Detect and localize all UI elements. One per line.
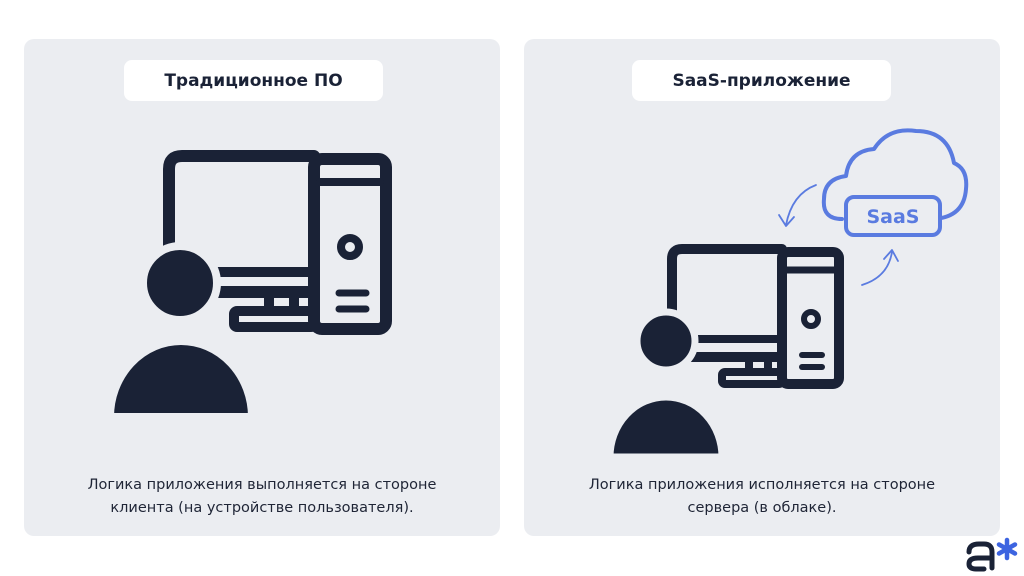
saas-illustration: SaaS	[606, 128, 969, 461]
saas-application-panel: SaaS-приложение SaaS	[524, 39, 1000, 536]
person-icon	[105, 242, 257, 421]
cloud-icon	[821, 128, 969, 237]
traditional-software-panel: Традиционное ПО Логика приложения выполн…	[24, 39, 500, 536]
caption-line: сервера (в облаке).	[687, 500, 837, 516]
arrow-icon	[861, 249, 899, 286]
panel-title-traditional: Традиционное ПО	[124, 60, 383, 101]
computer-icon	[667, 244, 844, 389]
panel-title-saas: SaaS-приложение	[632, 60, 891, 101]
traditional-illustration	[105, 150, 392, 421]
caption-traditional: Логика приложения выполняется на стороне…	[24, 474, 500, 520]
cloud-saas-label: SaaS	[866, 206, 919, 228]
arrow-icon	[778, 184, 817, 227]
person-icon	[606, 308, 726, 461]
asterisk-icon	[996, 537, 1018, 561]
computer-icon	[163, 150, 392, 335]
caption-saas: Логика приложения исполняется на стороне…	[524, 474, 1000, 520]
caption-line: клиента (на устройстве пользователя).	[110, 500, 414, 516]
caption-line: Логика приложения исполняется на стороне	[588, 477, 936, 493]
brand-logo	[966, 537, 1018, 572]
caption-line: Логика приложения выполняется на стороне	[87, 477, 437, 493]
